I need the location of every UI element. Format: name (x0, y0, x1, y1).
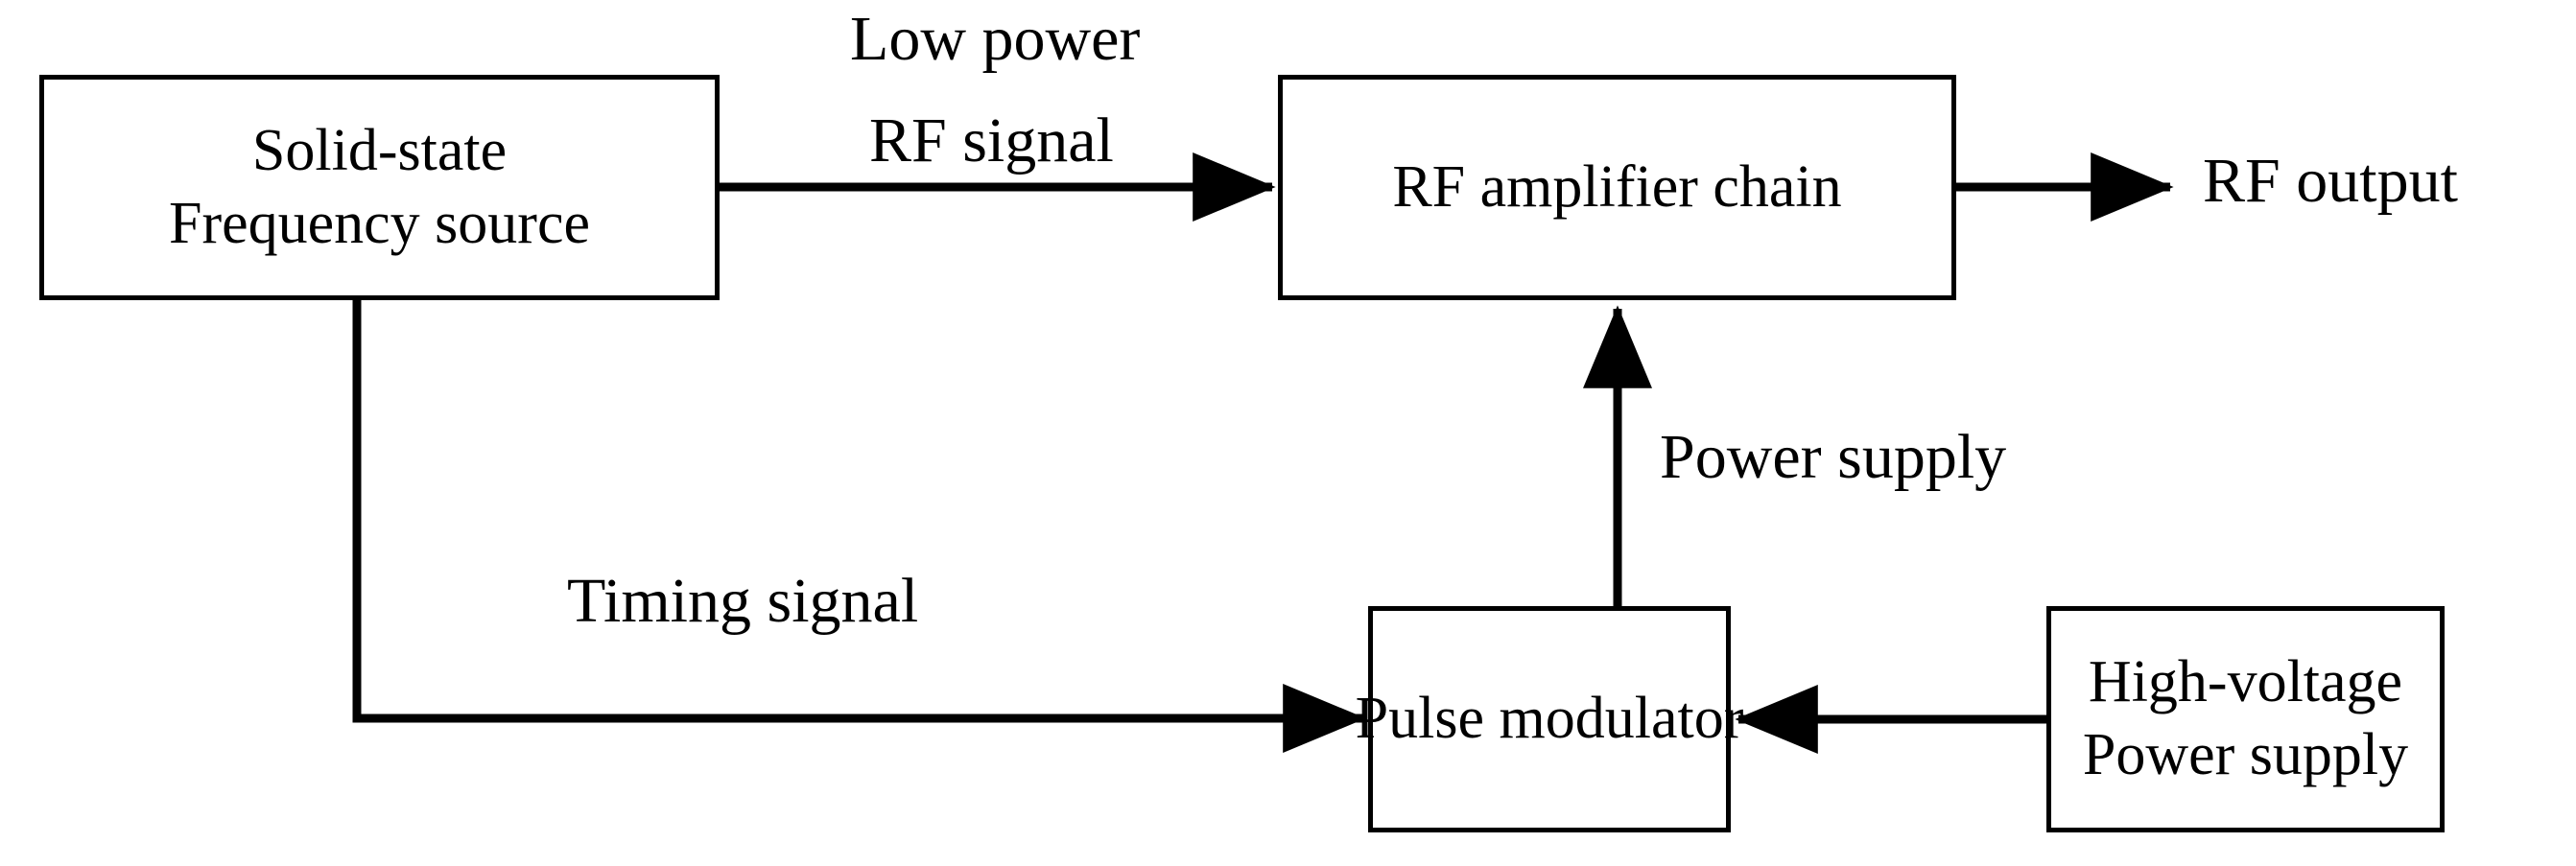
edge-label-low-power: Low power (850, 4, 1141, 74)
node-solid-state-frequency-source[interactable]: Solid-state Frequency source (39, 75, 720, 300)
node-high-voltage-power-supply[interactable]: High-voltage Power supply (2046, 606, 2445, 832)
node-label-line1: RF amplifier chain (1392, 153, 1842, 220)
node-label-line1: Pulse modulator (1355, 686, 1744, 752)
node-rf-amplifier-chain[interactable]: RF amplifier chain (1278, 75, 1956, 300)
node-label-line2: Power supply (2082, 722, 2409, 787)
edge-label-rf-signal: RF signal (869, 105, 1114, 176)
edge-label-power-supply: Power supply (1660, 422, 2007, 492)
edge-source-to-modulator (352, 300, 1366, 753)
node-label-line1: High-voltage (2088, 649, 2403, 715)
node-pulse-modulator[interactable]: Pulse modulator (1356, 606, 1743, 832)
edge-label-timing-signal: Timing signal (567, 566, 919, 636)
terminal-label-rf-output: RF output (2203, 146, 2458, 216)
node-label-line2: Frequency source (169, 190, 590, 256)
node-label-line1: Solid-state (251, 117, 508, 183)
